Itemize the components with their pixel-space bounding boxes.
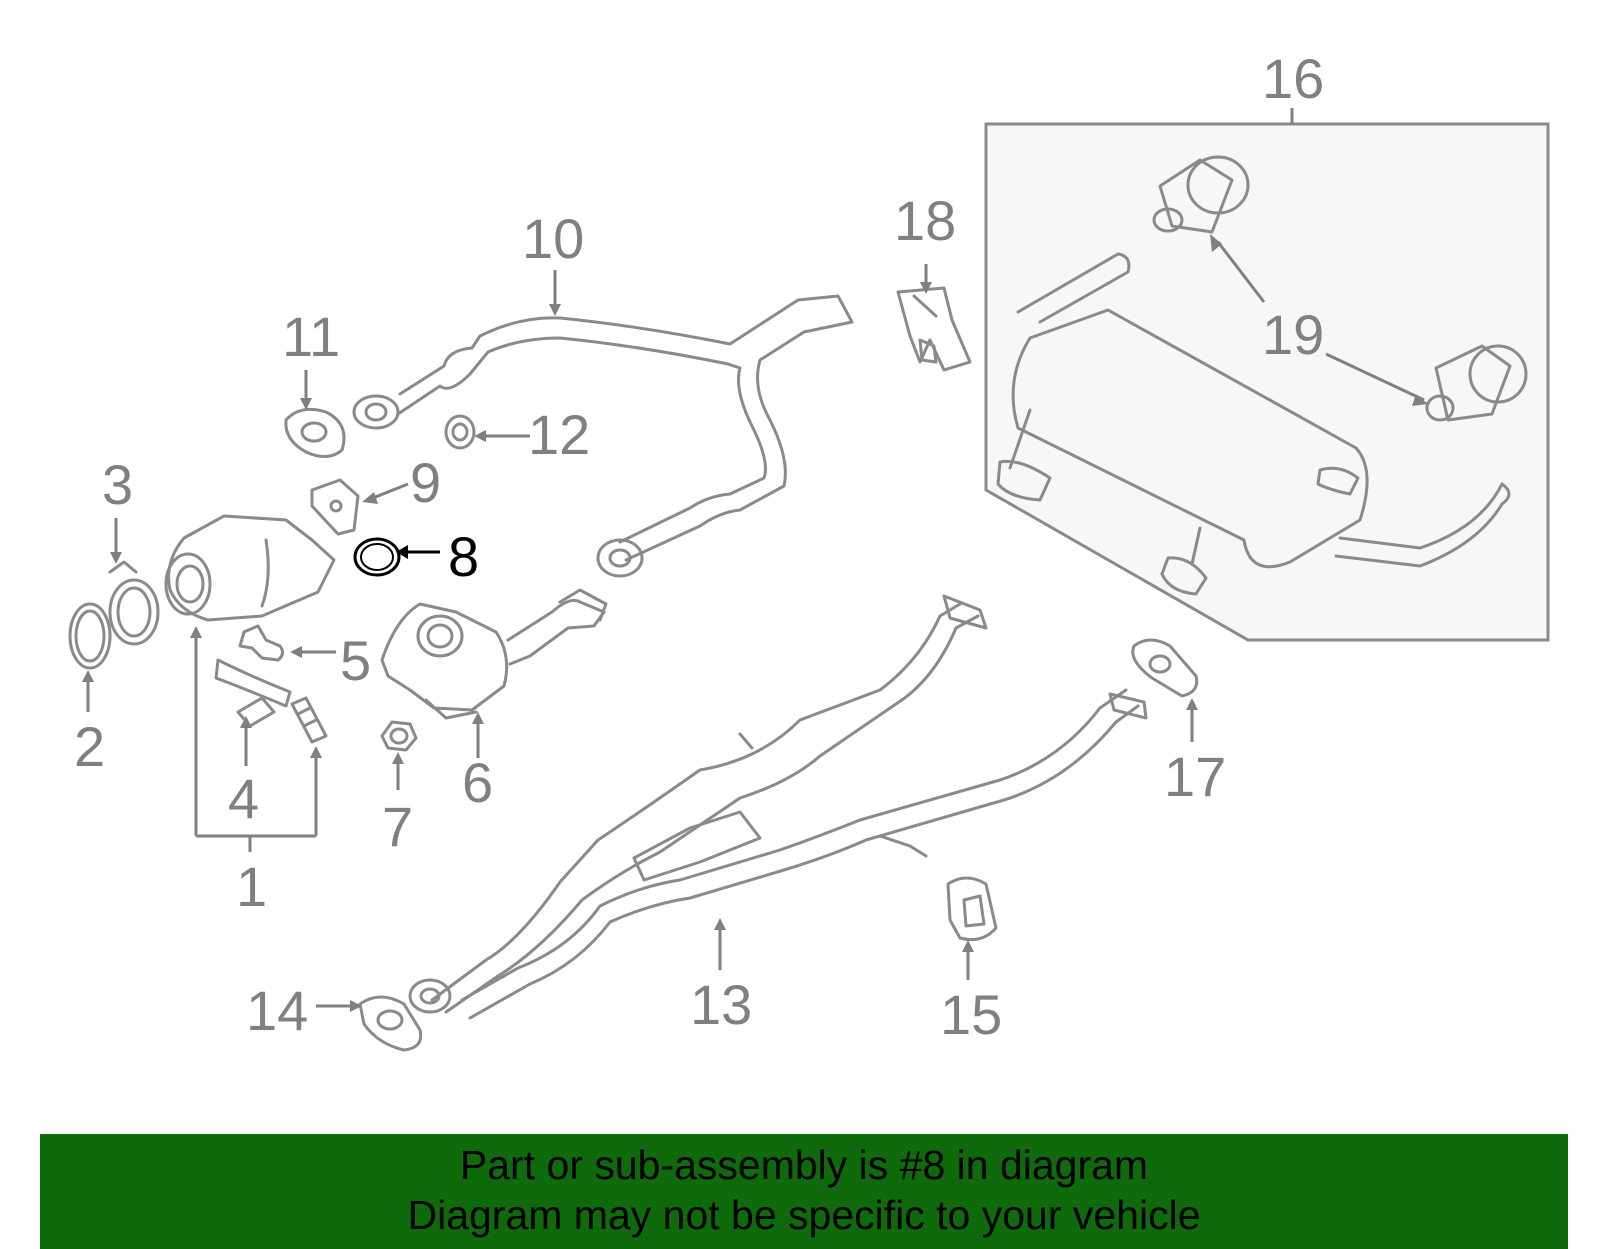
callout-5[interactable]: 5 (340, 629, 371, 692)
callout-10[interactable]: 10 (522, 207, 584, 270)
callout-8[interactable]: 8 (448, 525, 479, 588)
callout-13[interactable]: 13 (690, 973, 752, 1036)
leader-lines (82, 234, 1428, 1012)
rubber-hanger-15[interactable] (946, 876, 998, 942)
banner-line-2: Diagram may not be specific to your vehi… (407, 1192, 1201, 1238)
info-banner: Part or sub-assembly is #8 in diagram Di… (40, 1134, 1568, 1249)
clip-4[interactable] (214, 658, 292, 728)
callout-14[interactable]: 14 (246, 979, 308, 1042)
front-exhaust-pipe[interactable] (352, 294, 854, 578)
gasket-14[interactable] (358, 995, 423, 1052)
gasket-2[interactable] (68, 602, 112, 670)
exhaust-tip-lower[interactable] (1425, 344, 1528, 422)
callout-2[interactable]: 2 (74, 715, 105, 778)
callout-3[interactable]: 3 (102, 453, 133, 516)
callout-15[interactable]: 15 (940, 983, 1002, 1046)
catalytic-converter-1[interactable] (164, 514, 336, 622)
gasket-17[interactable] (1131, 638, 1199, 698)
exhaust-tip-upper[interactable] (1152, 155, 1250, 234)
callout-16[interactable]: 16 (1262, 47, 1324, 110)
rear-muffler[interactable] (996, 252, 1511, 596)
callout-19[interactable]: 19 (1262, 303, 1324, 366)
nut-12[interactable] (444, 414, 476, 450)
callout-4[interactable]: 4 (228, 767, 259, 830)
callout-labels: 1 2 3 4 5 6 7 8 9 10 11 12 13 14 15 16 1… (74, 47, 1324, 1046)
center-exhaust-pipe-13[interactable] (408, 594, 1148, 1020)
gasket-ring-8[interactable] (353, 537, 401, 577)
callout-12[interactable]: 12 (528, 403, 590, 466)
catalytic-converter-6[interactable] (380, 588, 608, 720)
bolt-5[interactable] (238, 624, 285, 662)
nut-7[interactable] (380, 720, 418, 752)
callout-9[interactable]: 9 (410, 451, 441, 514)
bracket-9[interactable] (310, 478, 360, 536)
callout-18[interactable]: 18 (894, 189, 956, 252)
flange-gasket-11[interactable] (284, 407, 346, 458)
callout-1[interactable]: 1 (236, 855, 267, 918)
muffler-assembly-box (984, 122, 1550, 642)
banner-line-1: Part or sub-assembly is #8 in diagram (459, 1142, 1149, 1188)
callout-6[interactable]: 6 (462, 751, 493, 814)
callout-7[interactable]: 7 (382, 795, 413, 858)
callout-11[interactable]: 11 (282, 305, 340, 368)
clamp-3[interactable] (108, 560, 160, 646)
hanger-bracket[interactable] (896, 286, 972, 372)
callout-17[interactable]: 17 (1164, 745, 1226, 808)
stud[interactable] (290, 696, 328, 744)
